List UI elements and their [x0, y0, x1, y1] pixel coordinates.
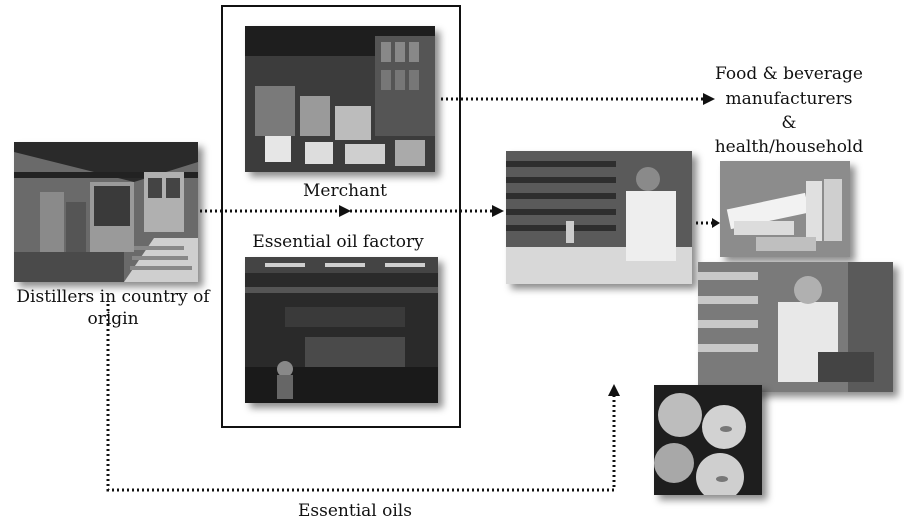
food-label-line4: health/household	[714, 137, 864, 157]
essential-oils-label: Essential oils	[298, 501, 412, 521]
supermarket-image	[698, 262, 893, 392]
food-label-line2: manufacturers	[725, 89, 853, 109]
warehouse-image	[245, 26, 435, 172]
merchant-warehouse-photo	[245, 26, 435, 172]
merchant-label: Merchant	[303, 181, 387, 201]
arrowhead-essential-oils	[608, 384, 620, 396]
products-image	[720, 161, 850, 257]
lab-photo	[506, 151, 692, 284]
factory-image	[245, 257, 438, 403]
food-label-line1: Food & beverage	[715, 64, 863, 84]
lab-image	[506, 151, 692, 284]
factory-label: Essential oil factory	[252, 232, 424, 252]
cans-image	[654, 385, 762, 495]
arrowhead-products	[712, 218, 720, 228]
arrowhead-lab	[492, 205, 504, 217]
cans-photo	[654, 385, 762, 495]
products-photo	[720, 161, 850, 257]
distillery-photo	[14, 142, 198, 282]
food-label-line3: &	[781, 113, 797, 133]
arrowhead-mid	[339, 205, 351, 217]
arrow-essential-oils	[106, 304, 616, 492]
arrowhead-food	[703, 93, 715, 105]
supermarket-photo	[698, 262, 893, 392]
factory-photo	[245, 257, 438, 403]
distillers-label-line1: Distillers in country of	[16, 287, 210, 307]
merchant-factory-frame	[221, 5, 461, 428]
distillers-label-line2: origin	[87, 309, 139, 329]
distillery-image	[14, 142, 198, 282]
